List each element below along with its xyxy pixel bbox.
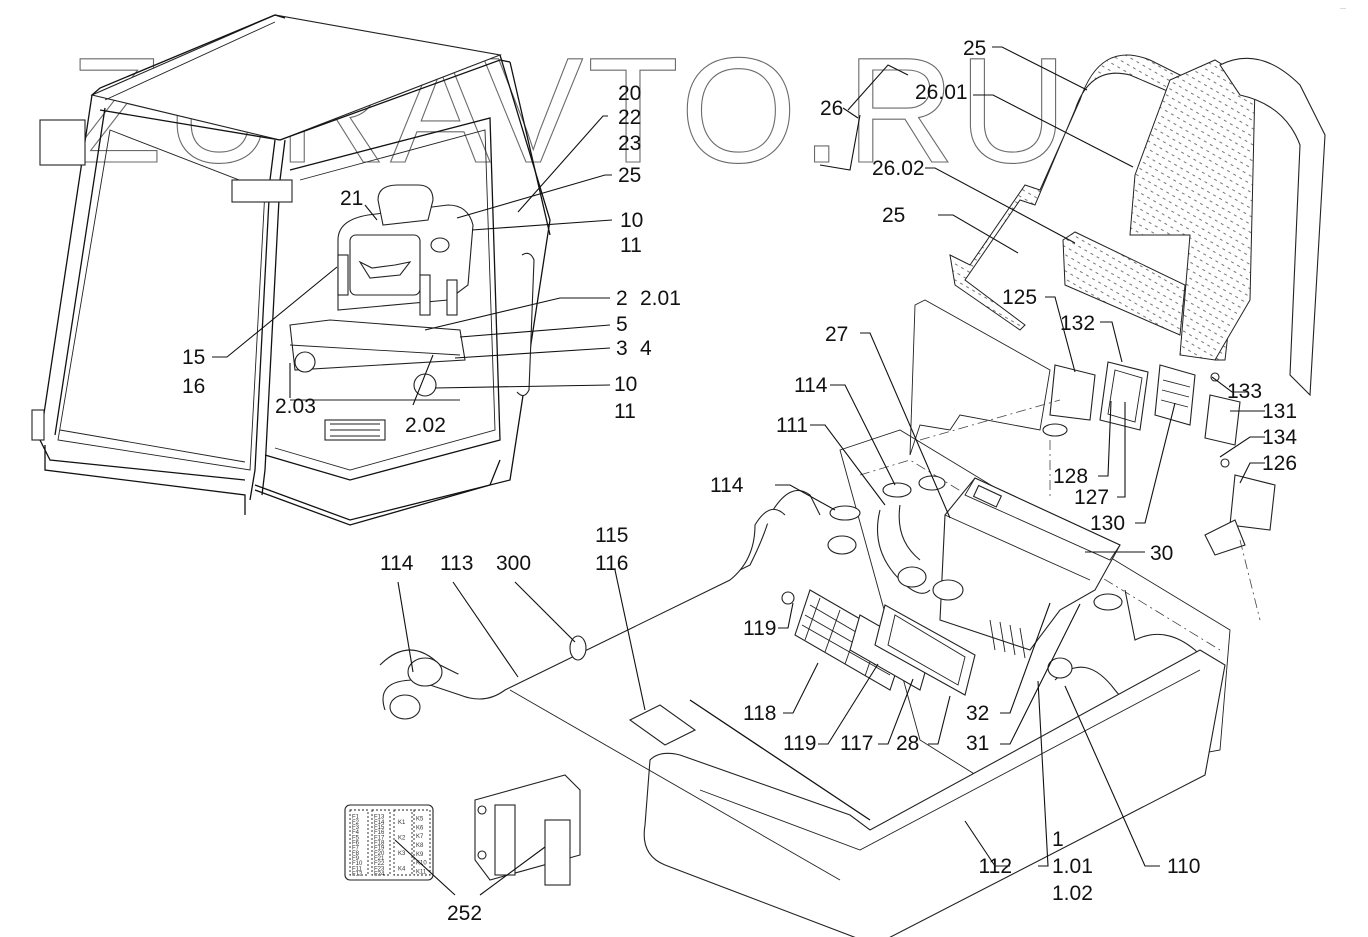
callout-27: 27 bbox=[825, 323, 848, 346]
fuse-label: F12 bbox=[352, 871, 363, 877]
callout-15: 15 bbox=[182, 346, 205, 369]
fuse-label: K7 bbox=[416, 834, 424, 840]
callout-252: 252 bbox=[447, 902, 482, 925]
corner-mark: ··· bbox=[1340, 6, 1346, 12]
callout-11-b: 11 bbox=[614, 400, 636, 423]
callout-114-b: 114 bbox=[710, 474, 744, 497]
callout-132: 132 bbox=[1060, 312, 1095, 335]
fuse-label: F2 bbox=[352, 820, 360, 826]
fuse-label: F24 bbox=[374, 871, 385, 877]
callout-26: 26 bbox=[820, 97, 843, 120]
heater-fins bbox=[989, 619, 1026, 659]
fuse-label: K2 bbox=[398, 835, 406, 841]
fuse-label: F3 bbox=[352, 825, 360, 831]
callout-26-01: 26.01 bbox=[915, 81, 968, 104]
fuse-label: K9 bbox=[416, 852, 424, 858]
callout-2: 2 bbox=[616, 287, 628, 310]
callout-2-03: 2.03 bbox=[275, 395, 316, 418]
callout-134: 134 bbox=[1262, 426, 1297, 449]
fuse-label: F4 bbox=[352, 830, 360, 836]
callout-25-mid: 25 bbox=[882, 204, 905, 227]
fuse-label: K11 bbox=[416, 870, 427, 876]
callout-114-a: 114 bbox=[794, 374, 828, 397]
callout-28: 28 bbox=[896, 732, 919, 755]
fuse-label: F6 bbox=[352, 840, 360, 846]
callout-4: 4 bbox=[640, 337, 652, 360]
fuse-label: F14 bbox=[374, 820, 385, 826]
callout-25-top: 25 bbox=[963, 37, 986, 60]
callout-5: 5 bbox=[616, 313, 628, 336]
callout-110: 110 bbox=[1167, 855, 1200, 878]
callout-10: 10 bbox=[620, 209, 643, 232]
callout-1-02: 1.02 bbox=[1052, 882, 1093, 905]
callout-119-b: 119 bbox=[783, 732, 816, 755]
fuse-label: F20 bbox=[374, 851, 385, 857]
callout-119-a: 119 bbox=[743, 617, 776, 640]
fuse-label: F23 bbox=[374, 866, 385, 872]
callout-31: 31 bbox=[966, 732, 989, 755]
heater-assembly bbox=[379, 429, 1231, 937]
leader-lines bbox=[212, 46, 1265, 896]
callout-1-01: 1.01 bbox=[1052, 855, 1093, 878]
fuse-label: K5 bbox=[416, 816, 424, 822]
callout-117: 117 bbox=[840, 732, 873, 755]
fuse-label: F1 bbox=[352, 815, 360, 821]
fuse-label: K4 bbox=[398, 866, 406, 872]
callout-125: 125 bbox=[1002, 286, 1037, 309]
callout-126: 126 bbox=[1262, 452, 1297, 475]
fuse-label: F15 bbox=[374, 825, 385, 831]
fuse-label: F19 bbox=[374, 846, 385, 852]
cab-assembly bbox=[31, 14, 551, 526]
fuse-label: F10 bbox=[352, 861, 363, 867]
fuse-label: F11 bbox=[352, 866, 363, 872]
fuse-label: F5 bbox=[352, 835, 360, 841]
callout-112: 112 bbox=[979, 855, 1012, 878]
fuse-box-assembly: F1F2F3F4F5F6F7F8F9F10F11F12F13F14F15F16F… bbox=[344, 774, 581, 886]
callout-21: 21 bbox=[340, 187, 363, 210]
fuse-label: F16 bbox=[374, 830, 385, 836]
callout-300: 300 bbox=[496, 552, 531, 575]
callout-16: 16 bbox=[182, 375, 205, 398]
fuse-label: F22 bbox=[374, 861, 385, 867]
callout-1: 1 bbox=[1052, 828, 1064, 851]
callout-25: 25 bbox=[618, 164, 641, 187]
callout-115: 115 bbox=[595, 524, 628, 547]
fuse-label: F9 bbox=[352, 856, 360, 862]
callout-11: 11 bbox=[620, 234, 642, 257]
callout-113: 113 bbox=[440, 552, 473, 575]
fuse-label: F8 bbox=[352, 851, 360, 857]
callout-10-b: 10 bbox=[614, 373, 637, 396]
fuse-label: K6 bbox=[416, 825, 424, 831]
callout-130: 130 bbox=[1090, 512, 1125, 535]
callout-3: 3 bbox=[616, 337, 628, 360]
callout-133: 133 bbox=[1227, 380, 1262, 403]
fuse-label: F21 bbox=[374, 856, 385, 862]
callout-30: 30 bbox=[1150, 542, 1173, 565]
callout-26-02: 26.02 bbox=[872, 157, 925, 180]
fuse-label: F17 bbox=[374, 835, 385, 841]
fuse-label: K8 bbox=[416, 843, 424, 849]
callout-127: 127 bbox=[1074, 486, 1109, 509]
fuse-label: F18 bbox=[374, 840, 385, 846]
fuse-label: F13 bbox=[374, 815, 385, 821]
callout-118: 118 bbox=[743, 702, 776, 725]
callout-128: 128 bbox=[1053, 465, 1088, 488]
fuse-label: K3 bbox=[398, 851, 406, 857]
callout-labels: 20 22 23 25 21 10 11 2 2.01 5 3 4 10 11 … bbox=[182, 37, 1297, 925]
callout-131: 131 bbox=[1262, 400, 1297, 423]
callout-22: 22 bbox=[618, 106, 641, 129]
callout-2-01: 2.01 bbox=[640, 287, 681, 310]
callout-20: 20 bbox=[618, 82, 641, 105]
callout-23: 23 bbox=[618, 132, 641, 155]
callout-116: 116 bbox=[595, 552, 628, 575]
callout-114-c: 114 bbox=[380, 552, 414, 575]
fuse-label: F7 bbox=[352, 846, 360, 852]
panels-assembly bbox=[909, 54, 1326, 621]
fuse-label: K1 bbox=[398, 820, 406, 826]
callout-2-02: 2.02 bbox=[405, 414, 446, 437]
callout-32: 32 bbox=[966, 702, 989, 725]
callout-111: 111 bbox=[776, 414, 808, 437]
